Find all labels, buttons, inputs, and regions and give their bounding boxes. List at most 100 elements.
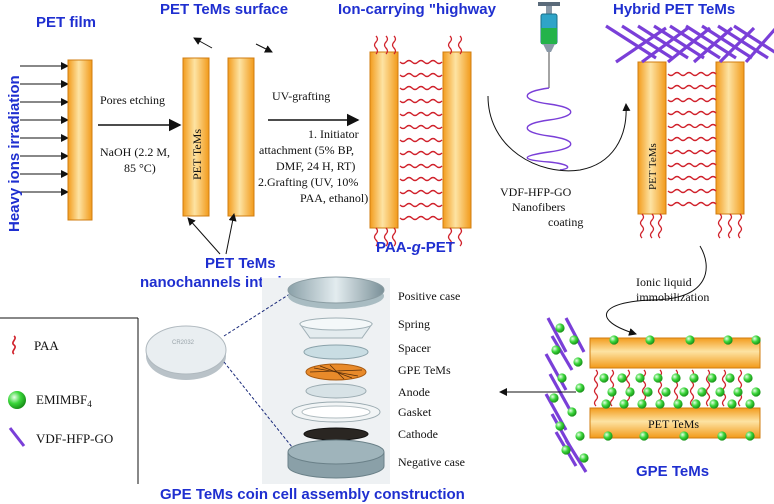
ionic-liquid-ball — [709, 399, 719, 409]
pet-tems-membrane-right — [227, 57, 255, 217]
legend-emim-sub: 4 — [87, 399, 92, 409]
ionic-liquid-ball — [723, 335, 733, 345]
paa-chain-channel — [399, 202, 443, 208]
paa-chain-channel — [667, 110, 717, 116]
vdf-fiber — [615, 26, 667, 64]
leader-line-bottom — [223, 361, 297, 453]
ionic-liquid-ball — [579, 453, 589, 463]
spring — [299, 317, 373, 339]
leader-line-top — [223, 289, 297, 337]
paa-chain-channel — [399, 215, 443, 221]
gpe-tems-title: GPE TeMs — [636, 463, 709, 480]
legend-paa: PAA — [12, 335, 59, 355]
paa-chain-channel — [667, 175, 717, 181]
svg-text:CR2032: CR2032 — [172, 340, 195, 346]
legend-vdf: VDF-HFP-GO — [8, 427, 113, 447]
ionic-liquid-ball — [575, 431, 585, 441]
paa-chain-channel — [399, 150, 443, 156]
ionic-liquid-line-1: Ionic liquid — [636, 275, 692, 289]
ionic-liquid-ball — [707, 373, 717, 383]
ionic-liquid-ball — [689, 373, 699, 383]
vdf-fiber-icon — [8, 427, 26, 447]
pet-film-membrane — [67, 59, 93, 221]
paa-chain-channel — [399, 124, 443, 130]
paa-g-pet-prefix: PAA- — [376, 239, 412, 256]
uv-grafting-label: UV-grafting — [272, 89, 330, 103]
vdf-fiber — [692, 26, 734, 64]
ionic-liquid-ball — [655, 399, 665, 409]
paa-chain-top — [383, 35, 389, 55]
legend-emim-main: EMIMBF — [36, 392, 87, 407]
ionic-liquid-ball — [635, 373, 645, 383]
label-positive-case: Positive case — [398, 289, 460, 303]
paa-chain-channel — [399, 111, 443, 117]
heavy-ion-arrows — [20, 62, 69, 196]
nanochannel-arrow-2 — [225, 213, 237, 255]
ionic-liquid-ball — [561, 445, 571, 455]
ionic-liquid-ball — [567, 407, 577, 417]
paa-chain-channel — [667, 188, 717, 194]
ionic-liquid-ball — [569, 335, 579, 345]
label-gasket: Gasket — [398, 405, 432, 419]
ionic-liquid-ball-icon — [8, 391, 26, 409]
heavy-ions-label: Heavy ions irradiation — [6, 75, 23, 232]
vdf-fiber — [744, 27, 774, 64]
coating-arc-arrow — [487, 95, 631, 172]
ionic-liquid-ball — [603, 431, 613, 441]
paa-chain-bottom — [717, 213, 723, 239]
ionic-liquid-ball — [679, 387, 689, 397]
paa-chain-bottom — [383, 227, 389, 247]
ionic-liquid-ball — [601, 399, 611, 409]
label-spring: Spring — [398, 317, 430, 331]
label-negative-case: Negative case — [398, 455, 465, 469]
vdf-fiber — [666, 26, 712, 64]
gpe-membrane — [544, 317, 761, 473]
spacer — [303, 344, 369, 360]
paa-chain-channel — [399, 137, 443, 143]
step-line-4: 2.Grafting (UV, 10% — [258, 175, 358, 189]
naoh-line-1: NaOH (2.2 M, — [100, 145, 170, 159]
nanochannels-line-1: PET TeMs — [205, 255, 276, 272]
ionic-liquid-ball — [607, 387, 617, 397]
paa-chain-channel — [721, 369, 727, 407]
paa-chain-channel — [399, 85, 443, 91]
paa-chain-channel — [667, 71, 717, 77]
ionic-liquid-ball — [751, 387, 761, 397]
ionic-liquid-ball — [625, 387, 635, 397]
negative-case — [287, 439, 385, 479]
paa-chain-bottom — [727, 213, 733, 239]
ionic-liquid-ball — [745, 399, 755, 409]
ionic-liquid-ball — [639, 431, 649, 441]
anode — [305, 383, 367, 399]
ionic-liquid-ball — [551, 345, 561, 355]
pet-tems-vertical-label: PET TeMs — [190, 129, 204, 180]
legend: PAA EMIMBF4 VDF-HFP-GO — [0, 317, 139, 484]
ionic-liquid-ball — [717, 431, 727, 441]
nanochannel-arrow-1 — [187, 217, 221, 255]
ionic-liquid-ball — [617, 373, 627, 383]
ionic-liquid-ball — [725, 373, 735, 383]
label-gpe-tems: GPE TeMs — [398, 363, 451, 377]
vdf-coating-line-3: coating — [548, 215, 583, 229]
ionic-liquid-ball — [743, 373, 753, 383]
paa-chain-channel — [399, 59, 443, 65]
paa-chain-channel — [593, 369, 599, 407]
legend-vdf-label: VDF-HFP-GO — [36, 431, 113, 446]
paa-chain-channel — [667, 123, 717, 129]
coin-cell-icon: CR2032 — [145, 325, 227, 380]
vdf-fiber — [544, 353, 568, 391]
ionic-liquid-ball — [645, 335, 655, 345]
paa-chain-top — [457, 35, 463, 55]
ionic-liquid-ball — [679, 431, 689, 441]
pores-etching-label: Pores etching — [100, 93, 165, 107]
paa-g-pet-label: PAA-g-PET — [376, 239, 455, 256]
legend-paa-label: PAA — [34, 338, 59, 353]
paa-chain-top — [373, 35, 379, 55]
paa-chain-bottom — [737, 213, 743, 239]
ionic-liquid-ball — [643, 387, 653, 397]
paa-chain-top — [447, 35, 453, 55]
paa-g-pet-g: g — [411, 239, 421, 256]
immobilization-arrow — [605, 245, 707, 336]
nanofiber-coil — [526, 87, 572, 171]
ionic-liquid-ball — [555, 421, 565, 431]
